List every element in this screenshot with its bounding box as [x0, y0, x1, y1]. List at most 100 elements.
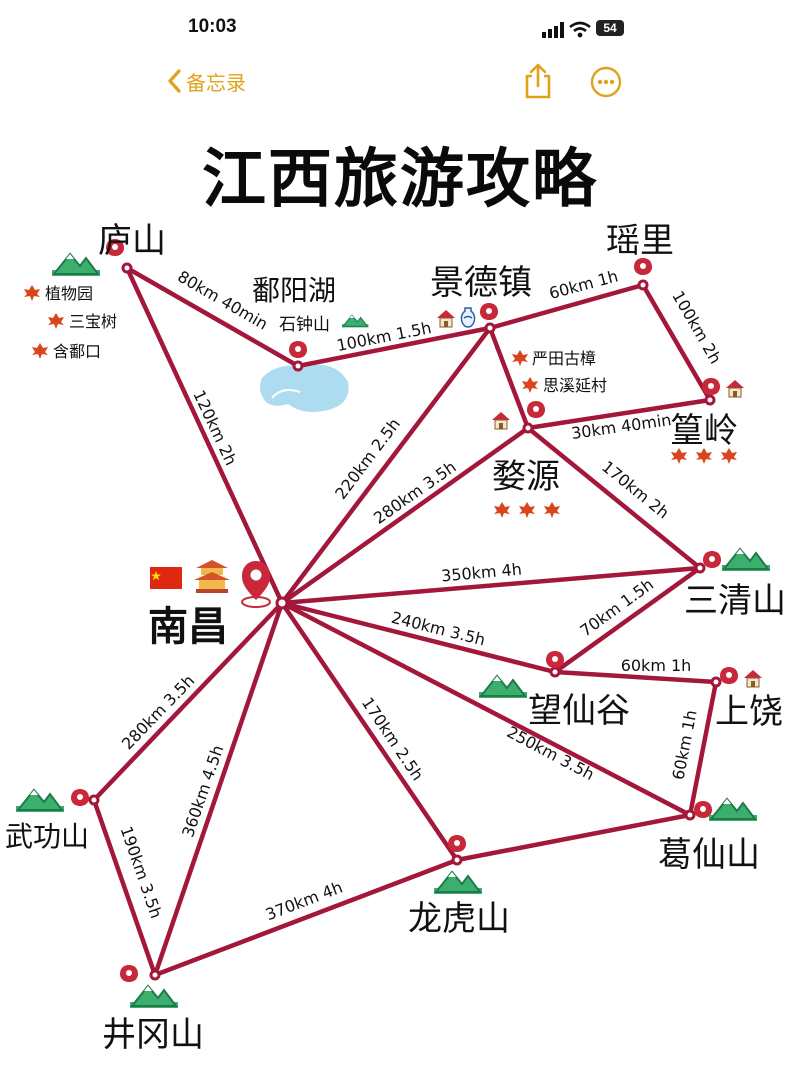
- place-label-longhushan: 龙虎山: [408, 899, 510, 939]
- maple-leaf-icon: [494, 502, 510, 518]
- mountain-icon: [129, 984, 178, 1008]
- place-label-wangxiangu: 望仙谷: [528, 691, 630, 731]
- nanchang-pin-icon: [241, 561, 271, 608]
- status-icons: 54: [542, 18, 632, 40]
- pin-icon: [634, 258, 652, 275]
- maple-leaf-icons: [24, 285, 737, 518]
- route-wugongshan-jinggangshan: [91, 797, 158, 978]
- route-nanchang-longhushan: [279, 600, 460, 863]
- pins: [71, 239, 738, 982]
- share-icon[interactable]: [522, 62, 554, 100]
- wifi-icon: [569, 21, 591, 38]
- signal-icon: [542, 22, 564, 38]
- route-label-wangxiangu-shangrao: 60km 1h: [621, 656, 692, 675]
- place-labels: 庐山 鄱阳湖 石钟山 景德镇 瑶里 篁岭 婺源 南昌 三清山 望仙谷 上饶 武功…: [5, 221, 786, 1055]
- route-gexianshan-longhushan: [454, 812, 693, 863]
- place-label-lushan: 庐山: [98, 221, 166, 261]
- pin-icon: [720, 667, 738, 684]
- note-lushan-1: 植物园: [45, 284, 93, 303]
- route-jinggangshan-longhushan: [152, 857, 460, 978]
- place-label-jinggangshan: 井冈山: [102, 1015, 204, 1055]
- route-label-shangrao-gexianshan: 60km 1h: [669, 708, 701, 781]
- back-button[interactable]: 备忘录: [166, 64, 246, 98]
- pin-icon: [289, 341, 307, 358]
- note-wuyuan-1: 严田古樟: [532, 349, 596, 368]
- attraction-notes: 植物园 三宝树 含鄱口 严田古樟 思溪延村: [45, 284, 607, 395]
- mountain-icon: [51, 252, 100, 276]
- status-time: 10:03: [188, 16, 237, 37]
- place-label-wugongshan: 武功山: [5, 820, 89, 853]
- route-label-yaoli-huangling: 100km 2h: [668, 288, 725, 367]
- maple-leaf-icon: [696, 448, 712, 464]
- vase-icon: [460, 307, 476, 328]
- route-jingdezhen-wuyuan: [487, 325, 531, 431]
- route-lines: [91, 265, 719, 978]
- route-nanchang-jingdezhen: [279, 325, 493, 606]
- place-label-poyanghu: 鄱阳湖: [252, 274, 336, 307]
- mountain-icons: [15, 252, 770, 1008]
- route-wuyuan-huangling: [525, 397, 713, 431]
- place-label-nanchang: 南昌: [148, 604, 228, 650]
- route-label-nanchang-gexianshan: 250km 3.5h: [504, 722, 598, 784]
- note-wuyuan-2: 思溪延村: [543, 376, 607, 395]
- maple-leaf-icon: [544, 502, 560, 518]
- maple-leaf-icon: [522, 377, 538, 393]
- note-lushan-3: 含鄱口: [53, 342, 101, 361]
- more-icon[interactable]: [590, 66, 622, 98]
- china-flag-icon: [150, 567, 182, 589]
- maple-leaf-icon: [671, 448, 687, 464]
- pin-icon: [702, 378, 720, 395]
- pin-icon: [703, 551, 721, 568]
- place-label-sanqingshan: 三清山: [684, 581, 786, 621]
- place-label-wuyuan: 婺源: [492, 457, 560, 497]
- pin-icon: [106, 239, 124, 256]
- note-lushan-2: 三宝树: [69, 312, 117, 331]
- route-lushan-nanchang: [124, 265, 285, 606]
- tengwang-pavilion-icon: [194, 560, 230, 593]
- maple-leaf-icon: [721, 448, 737, 464]
- mountain-icon: [341, 314, 369, 328]
- route-label-jingdezhen-yaoli: 60km 1h: [547, 266, 620, 303]
- route-jingdezhen-yaoli: [487, 282, 646, 331]
- route-nanchang-wugongshan: [91, 600, 285, 803]
- chevron-left-icon: [168, 69, 181, 93]
- mountain-icon: [433, 870, 482, 894]
- route-nanchang-gexianshan: [279, 600, 693, 818]
- route-nanchang-wangxiangu: [279, 600, 558, 675]
- nav-bar: 备忘录: [0, 56, 800, 108]
- route-wuyuan-sanqingshan: [525, 425, 703, 571]
- place-label-gexianshan: 葛仙山: [658, 835, 760, 875]
- mountain-icon: [478, 674, 527, 698]
- route-poyanghu-jingdezhen: [295, 325, 493, 369]
- place-label-huangling: 篁岭: [670, 411, 738, 451]
- route-nanchang-wuyuan: [279, 425, 531, 606]
- house-icon: [744, 670, 762, 688]
- place-label-jingdezhen: 景德镇: [430, 263, 532, 303]
- place-label-shangrao: 上饶: [715, 692, 783, 732]
- mountain-icon: [708, 797, 757, 821]
- place-label-yaoli: 瑶里: [606, 221, 674, 261]
- maple-leaf-icon: [32, 343, 48, 359]
- route-label-nanchang-sanqingshan: 350km 4h: [440, 560, 522, 586]
- maple-leaf-icon: [512, 350, 528, 366]
- house-icon: [437, 310, 455, 328]
- page-title: 江西旅游攻略: [202, 143, 598, 217]
- pin-icon: [527, 401, 545, 418]
- route-nanchang-jinggangshan: [152, 600, 285, 978]
- battery-indicator: 54: [596, 20, 624, 36]
- pin-icon: [480, 303, 498, 320]
- route-wangxiangu-sanqingshan: [552, 565, 703, 675]
- pin-icon: [546, 651, 564, 668]
- place-label-shizhongshan: 石钟山: [279, 315, 330, 335]
- back-label: 备忘录: [186, 70, 246, 95]
- route-nodes: [88, 262, 722, 981]
- house-icon: [492, 412, 510, 430]
- pin-icon: [694, 801, 712, 818]
- route-lushan-poyanghu: [124, 265, 301, 369]
- mountain-icon: [721, 547, 770, 571]
- route-nanchang-sanqingshan: [279, 565, 703, 606]
- pin-icon: [71, 789, 89, 806]
- maple-leaf-icon: [24, 285, 40, 301]
- maple-leaf-icon: [48, 313, 64, 329]
- route-label-nanchang-longhushan: 170km 2.5h: [358, 694, 427, 784]
